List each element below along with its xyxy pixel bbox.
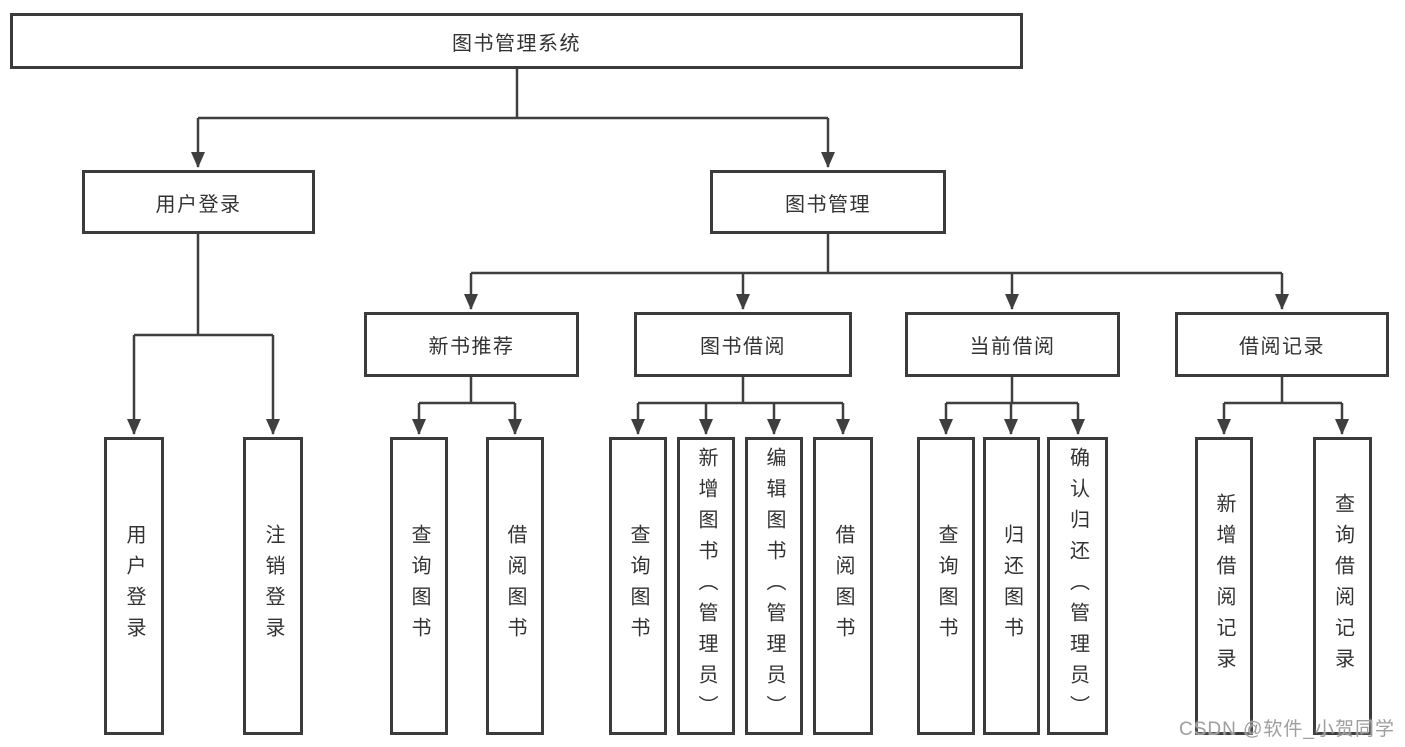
leaf-bb-edit-book-admin-label: 编辑图书（管理员） <box>763 446 785 726</box>
leaf-bb-add-book-admin-label: 新增图书（管理员） <box>695 446 717 726</box>
leaf-bb-borrow-book: 借阅图书 <box>813 437 873 735</box>
leaf-bb-query-book-label: 查询图书 <box>627 524 649 648</box>
node-book-management: 图书管理 <box>710 170 946 234</box>
leaf-bb-add-book-admin: 新增图书（管理员） <box>677 437 735 735</box>
leaf-bb-query-book: 查询图书 <box>609 437 667 735</box>
leaf-cb-return-book-label: 归还图书 <box>1000 524 1023 648</box>
leaf-user-login-label: 用户登录 <box>123 524 145 648</box>
leaf-cb-return-book: 归还图书 <box>983 437 1040 735</box>
leaf-logout-label: 注销登录 <box>262 524 284 648</box>
node-current-borrow: 当前借阅 <box>905 312 1120 377</box>
node-current-borrow-label: 当前借阅 <box>969 336 1056 358</box>
node-book-borrow: 图书借阅 <box>634 312 852 377</box>
leaf-br-add-record-label: 新增借阅记录 <box>1213 493 1235 679</box>
leaf-cb-query-book: 查询图书 <box>917 437 975 735</box>
node-book-management-label: 图书管理 <box>785 193 871 216</box>
node-book-borrow-label: 图书借阅 <box>700 336 786 358</box>
leaf-nb-query-book-label: 查询图书 <box>408 524 430 648</box>
csdn-watermark: CSDN @软件_小贺同学 <box>1179 719 1395 740</box>
leaf-br-query-record-label: 查询借阅记录 <box>1331 493 1354 679</box>
leaf-nb-query-book: 查询图书 <box>390 437 448 735</box>
leaf-br-add-record: 新增借阅记录 <box>1195 437 1253 735</box>
node-user-login: 用户登录 <box>82 170 315 234</box>
node-borrow-record: 借阅记录 <box>1175 312 1389 377</box>
leaf-logout: 注销登录 <box>243 437 303 735</box>
node-new-book-recommend: 新书推荐 <box>364 312 579 377</box>
node-root: 图书管理系统 <box>10 13 1023 69</box>
node-new-book-recommend-label: 新书推荐 <box>428 336 515 358</box>
leaf-nb-borrow-book: 借阅图书 <box>486 437 544 735</box>
node-borrow-record-label: 借阅记录 <box>1239 336 1325 358</box>
node-root-label: 图书管理系统 <box>452 32 581 55</box>
leaf-br-query-record: 查询借阅记录 <box>1313 437 1372 735</box>
leaf-nb-borrow-book-label: 借阅图书 <box>504 524 526 648</box>
leaf-bb-edit-book-admin: 编辑图书（管理员） <box>745 437 803 735</box>
leaf-user-login: 用户登录 <box>104 437 164 735</box>
leaf-bb-borrow-book-label: 借阅图书 <box>832 524 854 648</box>
leaf-cb-confirm-return-admin-label: 确认归还（管理员） <box>1066 446 1089 726</box>
node-user-login-label: 用户登录 <box>155 193 242 216</box>
leaf-cb-confirm-return-admin: 确认归还（管理员） <box>1047 437 1108 735</box>
leaf-cb-query-book-label: 查询图书 <box>935 524 957 648</box>
